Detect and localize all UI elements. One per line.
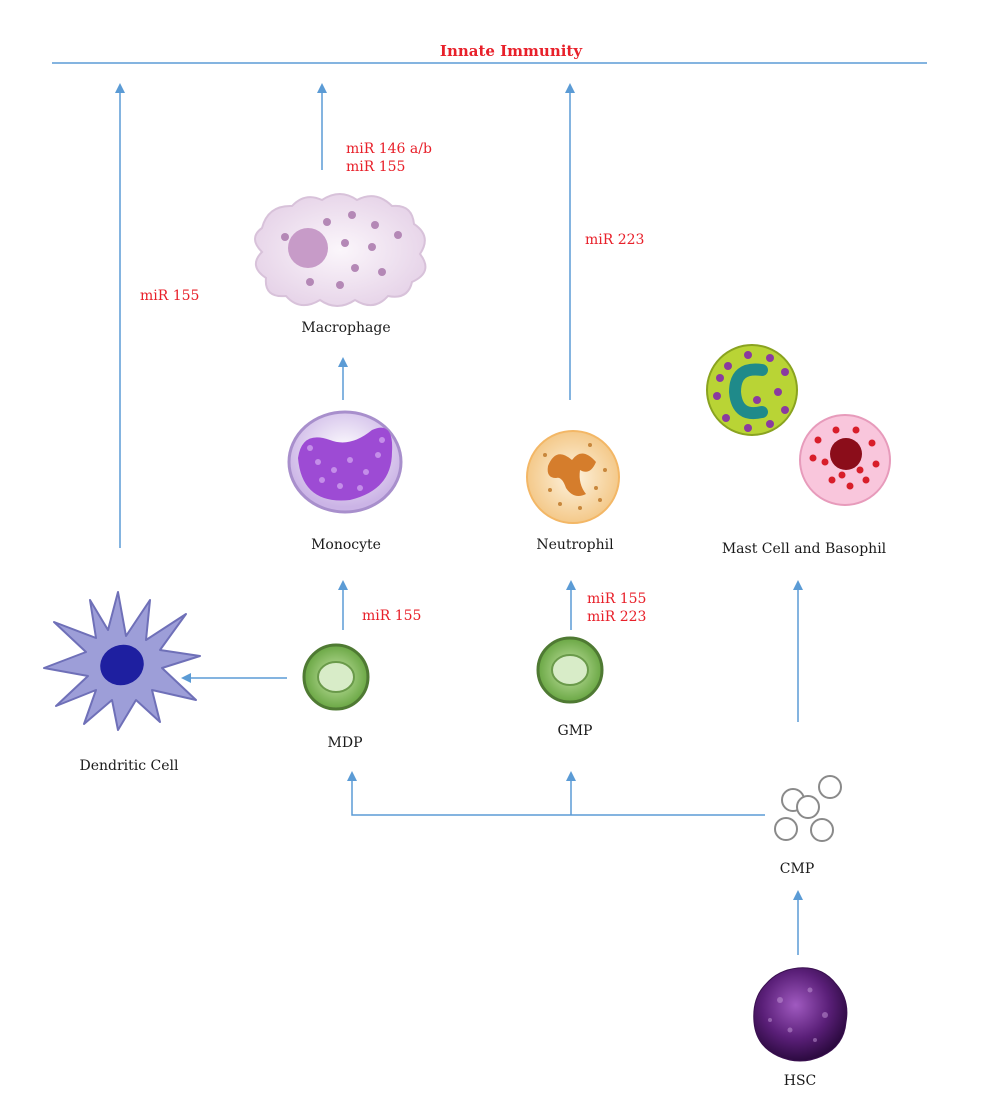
- mirna-macrophage-path-2: miR 155: [346, 159, 406, 175]
- label-neutrophil: Neutrophil: [536, 537, 614, 553]
- label-mdp: MDP: [327, 735, 363, 751]
- gmp-cell: [536, 636, 604, 704]
- label-gmp: GMP: [557, 723, 593, 739]
- neutrophil-cell: [526, 430, 620, 524]
- hsc-cell: [753, 967, 848, 1062]
- macrophage-cell: [254, 193, 427, 307]
- monocyte-cell: [287, 410, 403, 514]
- mirna-macrophage-path-1: miR 146 a/b: [346, 141, 432, 157]
- dendritic-cell: [43, 591, 201, 731]
- label-mast-basophil: Mast Cell and Basophil: [721, 541, 887, 557]
- mirna-mdp-to-monocyte: miR 155: [362, 608, 422, 624]
- basophil-cell: [799, 414, 891, 506]
- mirna-neutrophil-path: miR 223: [585, 232, 645, 248]
- mirna-gmp-to-neutrophil-2: miR 223: [587, 609, 647, 625]
- cmp-cells: [774, 775, 842, 842]
- label-monocyte: Monocyte: [311, 537, 381, 553]
- label-dendritic: Dendritic Cell: [79, 758, 179, 774]
- mast-cell: [706, 344, 798, 436]
- label-hsc: HSC: [783, 1073, 817, 1089]
- label-macrophage: Macrophage: [301, 320, 391, 336]
- mirna-dendritic-path: miR 155: [140, 288, 200, 304]
- mdp-cell: [302, 643, 370, 711]
- diagram-title: Innate Immunity: [439, 42, 583, 60]
- label-cmp: CMP: [779, 861, 815, 877]
- cmp-branch-line: [347, 771, 765, 816]
- mirna-gmp-to-neutrophil-1: miR 155: [587, 591, 647, 607]
